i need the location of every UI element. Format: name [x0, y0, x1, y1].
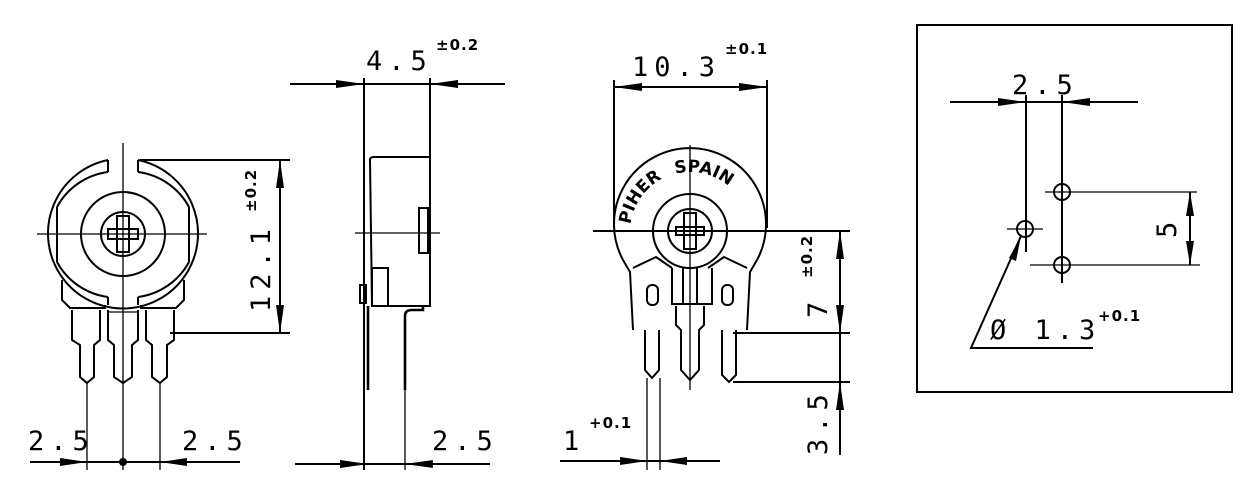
rear-pin-width: 1 — [563, 426, 585, 457]
hole-diameter-tol: +0.1 — [1098, 307, 1141, 325]
front-pitch-right: 2.5 — [182, 426, 249, 457]
hole-bottom-right — [1030, 256, 1200, 274]
side-pin-offset: 2.5 — [432, 426, 499, 457]
hole-diameter: Ø 1.3 — [990, 315, 1101, 346]
rear-pin-length: 3.5 — [803, 388, 834, 455]
footprint-row-spacing: 5 — [1152, 216, 1183, 238]
front-height-tol: ±0.2 — [242, 169, 260, 212]
footprint-view: 2.5 5 Ø 1.3 +0.1 — [916, 24, 1233, 393]
rear-axis-height: 7 — [803, 296, 834, 318]
hole-left — [1007, 220, 1043, 238]
rear-axis-height-tol: ±0.2 — [798, 235, 816, 278]
footprint-pitch: 2.5 — [1012, 70, 1079, 101]
rear-width-label: 10.3 — [632, 52, 721, 83]
front-view: 12.1 ±0.2 2.5 2.5 — [28, 143, 290, 470]
hole-top-right — [1045, 183, 1197, 201]
side-view: 4.5 ±0.2 2.5 — [290, 36, 505, 470]
front-height-label: 12.1 — [246, 223, 277, 312]
rear-width-tol: ±0.1 — [725, 40, 768, 58]
rear-pin-width-tol: +0.1 — [589, 414, 632, 432]
side-width-tol: ±0.2 — [436, 36, 479, 54]
front-pitch-left: 2.5 — [28, 426, 95, 457]
side-width-label: 4.5 — [366, 46, 433, 77]
